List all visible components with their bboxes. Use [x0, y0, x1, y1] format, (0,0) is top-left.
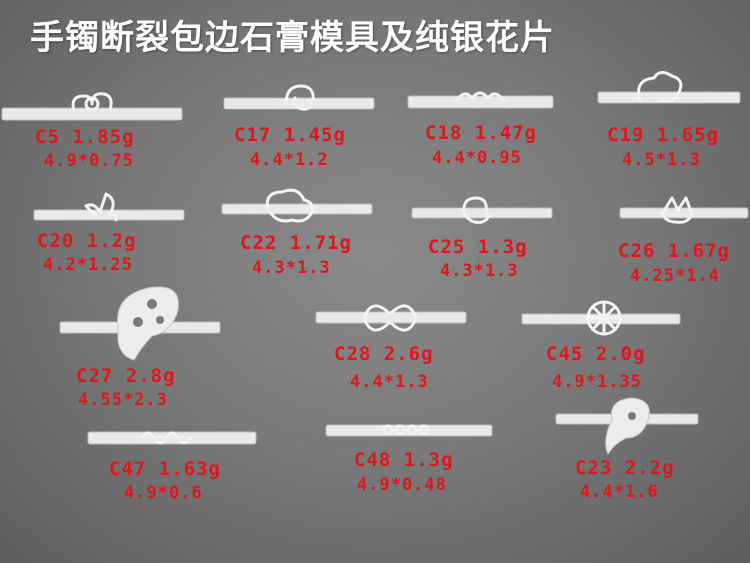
label-c45-weight: C45 2.0g — [546, 343, 646, 365]
silver-piece-c19 — [597, 70, 741, 115]
label-c28-size: 4.4*1.3 — [350, 372, 429, 392]
label-c23-weight: C23 2.2g — [575, 457, 675, 479]
silver-piece-c20 — [33, 186, 185, 228]
label-c23-size: 4.4*1.6 — [580, 482, 659, 502]
label-c18-size: 4.4*0.95 — [432, 148, 522, 168]
silver-piece-c27 — [59, 282, 221, 366]
silver-piece-c23 — [555, 397, 699, 456]
silver-piece-c22 — [221, 186, 373, 228]
label-c25-weight: C25 1.3g — [428, 236, 528, 258]
silver-piece-c48 — [325, 422, 493, 440]
label-c26-weight: C26 1.67g — [618, 240, 730, 262]
label-c27-size: 4.55*2.3 — [78, 390, 168, 410]
label-c17-size: 4.4*1.2 — [250, 150, 329, 170]
silver-piece-c18 — [407, 86, 554, 116]
label-c45-size: 4.9*1.35 — [552, 372, 642, 392]
silver-piece-c47 — [87, 424, 257, 450]
silver-piece-c25 — [411, 192, 553, 230]
label-c19-weight: C19 1.65g — [607, 124, 719, 146]
label-c25-size: 4.3*1.3 — [440, 261, 519, 281]
label-c20-weight: C20 1.2g — [37, 230, 137, 252]
label-c19-size: 4.5*1.3 — [622, 150, 701, 170]
label-c22-weight: C22 1.71g — [240, 232, 352, 254]
page-title: 手镯断裂包边石膏模具及纯银花片 — [30, 18, 555, 58]
label-c5-size: 4.9*0.75 — [44, 151, 134, 171]
label-c48-size: 4.9*0.48 — [357, 475, 447, 495]
silver-piece-c17 — [223, 84, 375, 120]
label-c27-weight: C27 2.8g — [76, 365, 176, 387]
label-c26-size: 4.25*1.4 — [630, 266, 720, 286]
silver-piece-c45 — [521, 296, 681, 338]
label-c48-weight: C48 1.3g — [354, 449, 454, 471]
label-c47-size: 4.9*0.6 — [124, 483, 203, 503]
label-c18-weight: C18 1.47g — [425, 122, 537, 144]
silver-piece-c5 — [1, 92, 183, 126]
silver-piece-c26 — [619, 192, 749, 230]
label-c47-weight: C47 1.63g — [109, 458, 221, 480]
label-c22-size: 4.3*1.3 — [252, 258, 331, 278]
label-c28-weight: C28 2.6g — [334, 343, 434, 365]
label-c17-weight: C17 1.45g — [234, 124, 346, 146]
label-c5-weight: C5 1.85g — [35, 126, 135, 148]
silver-piece-c28 — [315, 294, 467, 336]
label-c20-size: 4.2*1.25 — [43, 255, 133, 275]
